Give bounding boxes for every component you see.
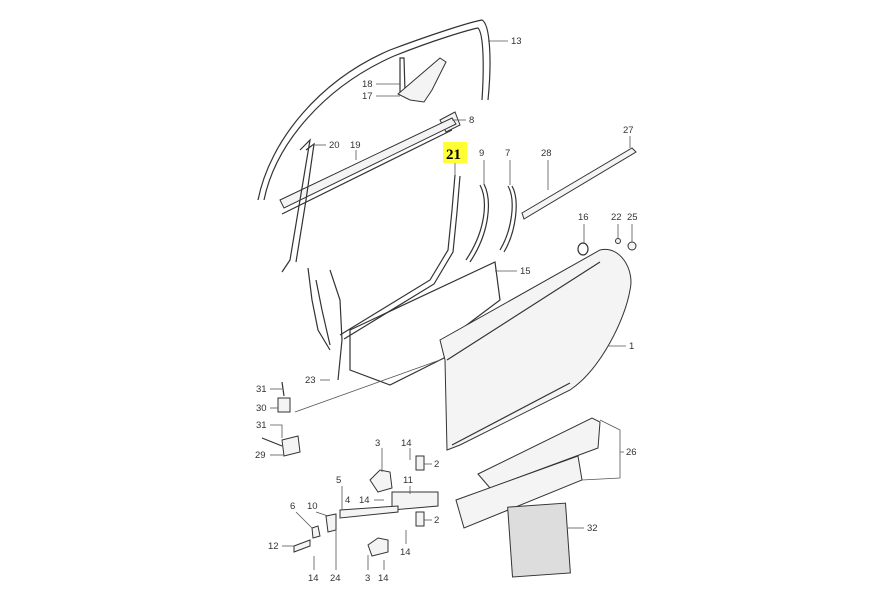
callout-9[interactable]: 9 [479, 148, 484, 159]
callout-27[interactable]: 27 [623, 125, 634, 136]
callout-31-lower[interactable]: 31 [256, 420, 267, 431]
callout-10[interactable]: 10 [307, 501, 318, 512]
part-13-frame-seal [257, 19, 491, 201]
part-12 [293, 539, 311, 553]
callout-2-b[interactable]: 2 [434, 515, 439, 526]
callout-28[interactable]: 28 [541, 148, 552, 159]
part-4-check-strap [339, 505, 399, 519]
callout-13[interactable]: 13 [511, 36, 522, 47]
part-22 [615, 238, 621, 244]
callout-19[interactable]: 19 [350, 140, 361, 151]
part-17 [397, 57, 447, 103]
callout-14-b[interactable]: 14 [359, 495, 370, 506]
callout-23[interactable]: 23 [305, 375, 316, 386]
callout-6[interactable]: 6 [290, 501, 295, 512]
part-3-lower-hinge [367, 537, 389, 557]
part-18 [399, 57, 406, 93]
part-29 [281, 435, 301, 457]
part-32-mesh [507, 502, 571, 578]
callout-14-d[interactable]: 14 [378, 573, 389, 584]
callout-16[interactable]: 16 [578, 212, 589, 223]
part-30 [277, 397, 291, 413]
callout-labels: 13 18 17 8 20 19 21 9 7 28 27 16 22 25 1… [255, 36, 638, 584]
part-2-lower [415, 511, 425, 527]
callout-3-b[interactable]: 3 [365, 573, 370, 584]
callout-4[interactable]: 4 [345, 495, 350, 506]
part-1-door-edge [446, 261, 601, 446]
part-28-strip [521, 147, 637, 220]
callout-14-c[interactable]: 14 [308, 573, 319, 584]
part-25 [627, 241, 637, 251]
callout-7[interactable]: 7 [505, 148, 510, 159]
callout-11[interactable]: 11 [403, 475, 413, 486]
callout-20[interactable]: 20 [329, 140, 340, 151]
callout-25[interactable]: 25 [627, 212, 638, 223]
callout-15[interactable]: 15 [520, 266, 531, 277]
part-10 [325, 513, 337, 533]
leader-lines [270, 40, 633, 570]
callout-12[interactable]: 12 [268, 541, 279, 552]
part-9-seal [465, 183, 489, 263]
callout-29[interactable]: 29 [255, 450, 266, 461]
part-1-door-shell [439, 248, 632, 451]
callout-22[interactable]: 22 [611, 212, 622, 223]
callout-1[interactable]: 1 [629, 341, 634, 352]
callout-32[interactable]: 32 [587, 523, 598, 534]
part-2-upper [415, 455, 425, 471]
callout-14[interactable]: 14 [401, 438, 412, 449]
part-16 [577, 242, 589, 256]
part-6 [311, 525, 321, 539]
callout-8[interactable]: 8 [469, 115, 474, 126]
callout-18[interactable]: 18 [362, 79, 373, 90]
part-19 [279, 117, 457, 209]
part-26-pad-upper [477, 417, 601, 489]
part-31-screw-2 [261, 437, 283, 447]
part-wire [329, 269, 343, 381]
part-shapes [257, 19, 637, 578]
callout-3[interactable]: 3 [375, 438, 380, 449]
callout-5[interactable]: 5 [336, 475, 341, 486]
part-19-strip [281, 129, 453, 215]
part-3-upper-hinge [369, 469, 393, 493]
callout-2[interactable]: 2 [434, 459, 439, 470]
part-21-seal [339, 174, 461, 340]
callout-26[interactable]: 26 [626, 447, 637, 458]
part-11-hinge [391, 491, 439, 511]
part-20 [281, 138, 315, 273]
callout-30[interactable]: 30 [256, 403, 267, 414]
highlight-box-21 [443, 142, 467, 163]
callout-24[interactable]: 24 [330, 573, 341, 584]
part-31-screw [281, 381, 285, 397]
callout-14-e[interactable]: 14 [400, 547, 411, 558]
part-7-seal [499, 185, 517, 253]
callout-17[interactable]: 17 [362, 91, 373, 102]
callout-21-highlighted[interactable]: 21 [446, 147, 461, 163]
part-seal-post [307, 267, 331, 351]
callout-31[interactable]: 31 [256, 384, 267, 395]
